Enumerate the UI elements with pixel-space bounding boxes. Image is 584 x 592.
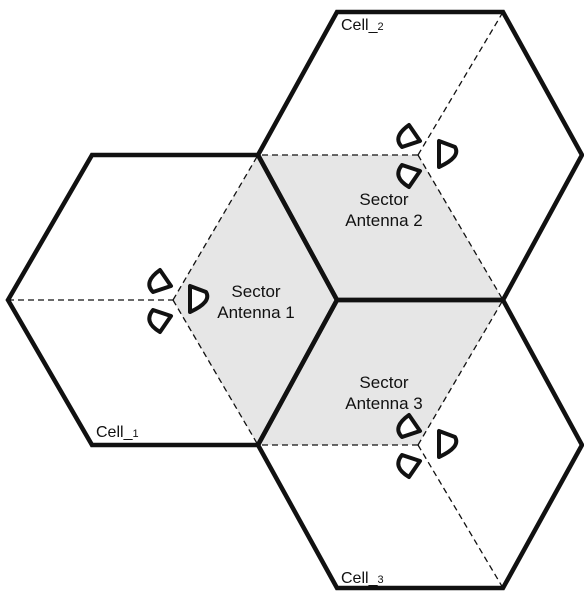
cell-outlines bbox=[5, 9, 584, 591]
sector-label-3-line1: Sector bbox=[359, 373, 408, 392]
cell-3-hexagon bbox=[255, 297, 584, 591]
cell-label-1: Cell_1 bbox=[96, 424, 139, 441]
cell2-sector-line-up bbox=[417, 11, 504, 156]
sector-label-2-line1: Sector bbox=[359, 190, 408, 209]
sector-label-1-line1: Sector bbox=[231, 282, 280, 301]
antenna-group-2 bbox=[396, 123, 459, 189]
antenna-icon-2a bbox=[396, 123, 422, 149]
cell3-sector-line-down bbox=[417, 444, 504, 589]
antenna-icon-1a bbox=[147, 268, 173, 294]
antenna-icon-2c bbox=[437, 139, 459, 169]
sector-label-2: Sector Antenna 2 bbox=[345, 190, 423, 230]
sector-label-3-line2: Antenna 3 bbox=[345, 394, 423, 413]
sector-boundaries bbox=[8, 11, 504, 589]
cell-label-2: Cell_2 bbox=[341, 17, 384, 34]
antenna-icon-1c bbox=[188, 284, 210, 314]
sector-label-3: Sector Antenna 3 bbox=[345, 373, 423, 413]
cell-label-2-sub: 2 bbox=[377, 21, 383, 33]
cell1-sector-line-lower bbox=[172, 299, 259, 446]
cell3-sector-line-upper bbox=[417, 299, 504, 446]
cell-label-1-name: Cell_ bbox=[96, 424, 134, 441]
cell-label-3-name: Cell_ bbox=[341, 570, 379, 587]
antenna-icon-1b bbox=[147, 308, 173, 334]
sector-label-2-line2: Antenna 2 bbox=[345, 211, 423, 230]
antenna-icon-3c bbox=[437, 429, 459, 459]
antenna-group-1 bbox=[147, 268, 210, 334]
sector-label-1-line2: Antenna 1 bbox=[217, 303, 295, 322]
antenna-icon-2b bbox=[396, 163, 422, 189]
cell-label-3: Cell_3 bbox=[341, 570, 384, 587]
cell1-sector-line-upper bbox=[172, 154, 259, 301]
antenna-group-3 bbox=[396, 413, 459, 479]
cell-label-2-name: Cell_ bbox=[341, 17, 379, 34]
antenna-icon-3b bbox=[396, 453, 422, 479]
cell-label-3-sub: 3 bbox=[377, 574, 383, 586]
antenna-icon-3a bbox=[396, 413, 422, 439]
cell-label-1-sub: 1 bbox=[132, 428, 138, 440]
sector-label-1: Sector Antenna 1 bbox=[217, 282, 295, 322]
cell2-sector-line-lower bbox=[417, 154, 504, 301]
